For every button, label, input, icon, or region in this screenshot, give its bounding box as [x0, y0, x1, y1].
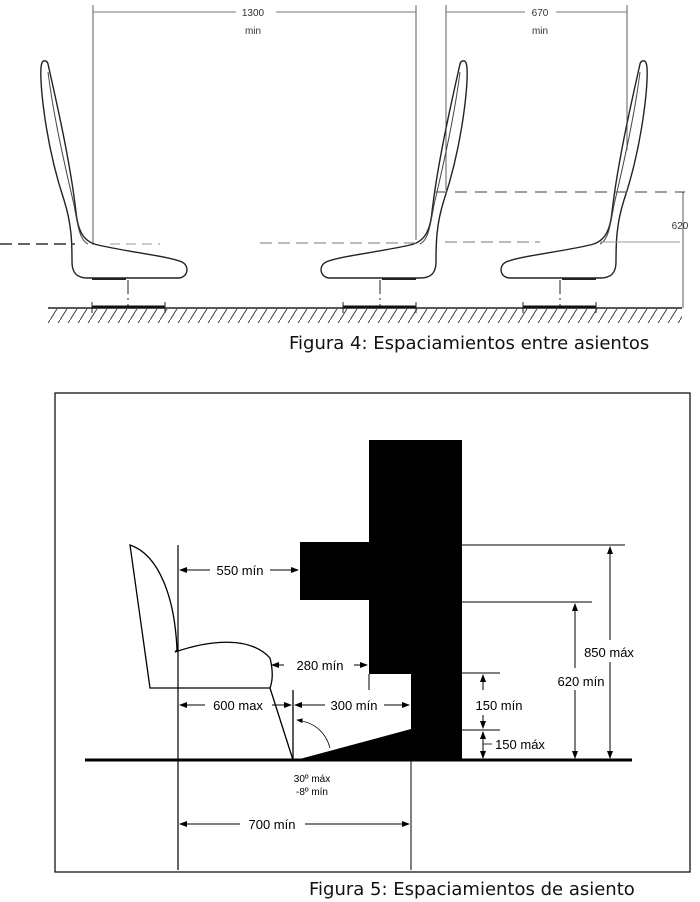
dim-280: 280 mín — [297, 658, 344, 673]
figure-5-caption: Figura 5: Espaciamientos de asiento — [309, 879, 635, 900]
seat-middle — [319, 59, 469, 315]
seat-left — [39, 59, 189, 315]
figure-4-caption: Figura 4: Espaciamientos entre asientos — [289, 333, 650, 354]
dim-850: 850 máx — [584, 645, 634, 660]
floor-hatching — [48, 309, 682, 323]
footrest-wedge — [296, 729, 411, 760]
dim-150-max: 150 máx — [495, 737, 545, 752]
dim-550: 550 mín — [217, 563, 264, 578]
seat-outline — [129, 544, 273, 689]
angle-min: -8º mín — [296, 787, 328, 798]
front-obstacle — [300, 440, 462, 760]
dim-620-label: 620 — [672, 221, 689, 232]
dim-620: 620 mín — [558, 674, 605, 689]
dim-600: 600 max — [213, 698, 263, 713]
figure-5-drawing: 550 mín 280 mín 600 max 300 mín 150 mín … — [54, 392, 691, 873]
dim-1300-unit: min — [245, 26, 261, 37]
dim-670-unit: min — [532, 26, 548, 37]
dim-1300: 1300 — [242, 8, 265, 19]
dim-300: 300 mín — [331, 698, 378, 713]
angle-max: 30º máx — [294, 774, 330, 785]
figure-4-drawing: 1300 min 670 min 620 — [0, 5, 689, 323]
figure-5-frame — [54, 392, 691, 873]
dim-670: 670 — [532, 8, 549, 19]
dim-700: 700 mín — [249, 817, 296, 832]
dim-150-min: 150 mín — [476, 698, 523, 713]
seat-right — [499, 59, 649, 315]
